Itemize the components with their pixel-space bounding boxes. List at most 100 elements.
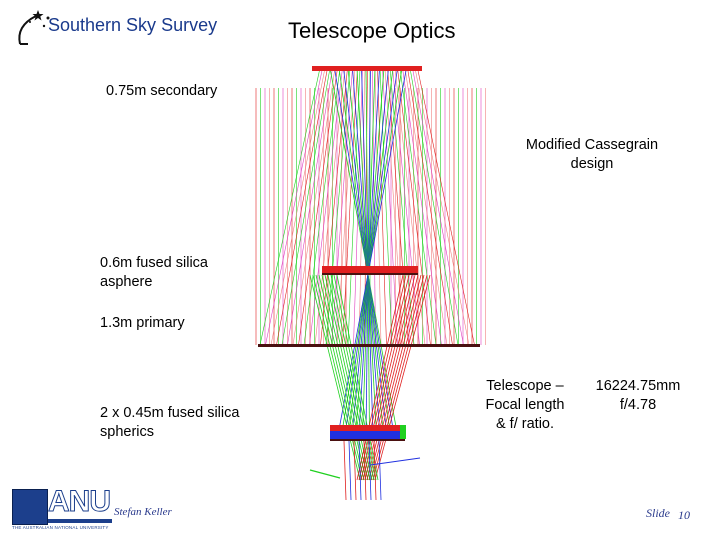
reflected-ray	[320, 67, 348, 346]
anu-logo: ANU THE AUSTRALIAN NATIONAL UNIVERSITY	[12, 485, 112, 531]
focal-plane-ray	[348, 440, 352, 501]
focal-ray	[309, 274, 361, 481]
reflected-ray	[377, 67, 387, 346]
reflected-ray	[314, 67, 346, 346]
reflected-ray	[342, 67, 358, 346]
spherics-label-line2: spherics	[100, 424, 154, 440]
reflected-ray	[407, 67, 453, 346]
focal-ray	[358, 67, 380, 436]
focal-ray	[370, 274, 425, 481]
reflected-ray	[292, 67, 336, 346]
asphere-label-line1: 0.6m fused silica	[100, 255, 208, 271]
focal-caption-line3: & f/ ratio.	[495, 416, 555, 432]
reflected-ray	[379, 67, 393, 346]
focal-ray	[365, 67, 371, 436]
reflected-ray	[259, 67, 321, 346]
secondary-mirror-shape	[312, 66, 422, 71]
focal-ray	[318, 274, 367, 481]
reflected-ray	[397, 67, 431, 346]
optical-ray-trace-diagram	[255, 66, 486, 501]
focal-plane-ray	[358, 440, 362, 501]
asphere-label: 0.6m fused silica asphere	[100, 254, 208, 292]
primary-mirror-label: 1.3m primary	[100, 315, 185, 331]
focal-plane-ray	[353, 440, 357, 501]
slide-number: 10	[678, 508, 690, 522]
reflected-ray	[372, 67, 376, 346]
focal-ray	[362, 67, 376, 436]
reflected-ray	[394, 67, 426, 346]
focal-ray	[334, 67, 395, 436]
focal-ray	[355, 67, 385, 436]
f-ratio-value: f/4.78	[619, 397, 657, 413]
design-label-line1: Modified Cassegrain	[525, 137, 659, 153]
slide-label: Slide	[646, 506, 670, 520]
focal-length-value: 16224.75mm	[595, 378, 681, 394]
secondary-mirror-label: 0.75m secondary	[106, 83, 218, 99]
focal-ray	[324, 274, 371, 481]
spherics-label: 2 x 0.45m fused silica spherics	[100, 404, 239, 442]
asphere-lens-edge	[322, 273, 418, 275]
reflected-ray	[402, 67, 442, 346]
focal-ray	[352, 67, 381, 436]
reflected-ray	[281, 67, 331, 346]
reflected-ray	[382, 67, 398, 346]
design-label: Modified Cassegrain design	[512, 136, 672, 174]
focal-ray	[344, 67, 398, 436]
spheric-lens-base	[330, 439, 405, 441]
focal-ray	[336, 274, 379, 481]
focal-length-values: 16224.75mm f/4.78	[586, 377, 690, 415]
reflected-ray	[358, 67, 366, 346]
reflected-ray	[287, 67, 333, 346]
focal-plane-ray	[343, 440, 347, 501]
focal-ray	[315, 274, 365, 481]
reflected-ray	[399, 67, 437, 346]
focal-ray	[358, 274, 407, 481]
reflected-ray	[276, 67, 328, 346]
focal-plane-ray	[368, 440, 372, 501]
anu-logo-subtext: THE AUSTRALIAN NATIONAL UNIVERSITY	[12, 525, 109, 530]
focal-plane-ray	[373, 440, 377, 501]
spherics-label-line1: 2 x 0.45m fused silica	[100, 405, 240, 421]
spheric-lens-1-shape	[330, 425, 405, 431]
focal-ray	[361, 67, 374, 436]
focal-ray	[321, 274, 369, 481]
spheric-lens-edge	[400, 425, 406, 439]
primary-mirror-shape	[258, 344, 480, 347]
reflected-ray	[265, 67, 323, 346]
reflected-ray	[270, 67, 326, 346]
survey-title: Southern Sky Survey	[48, 15, 218, 35]
spheric-lens-2-shape	[330, 431, 405, 439]
focal-ray	[347, 67, 384, 436]
anu-logo-band	[48, 519, 112, 523]
focal-ray	[365, 67, 370, 436]
author-name: Stefan Keller	[114, 506, 172, 518]
focal-ray	[366, 274, 419, 481]
focal-caption-line1: Telescope –	[486, 378, 564, 394]
star-swoosh-logo-icon	[18, 10, 50, 45]
reflected-ray	[404, 67, 448, 346]
reflected-ray	[298, 67, 338, 346]
focal-caption-line2: Focal length	[485, 397, 565, 413]
focal-ray	[356, 274, 404, 481]
focal-ray	[372, 274, 428, 481]
focal-plane-ray	[363, 440, 367, 501]
focal-plane-ray	[369, 457, 421, 466]
focal-ray	[364, 274, 416, 481]
focal-ray	[368, 274, 422, 481]
focal-ray	[348, 67, 394, 436]
focal-ray	[374, 274, 431, 481]
page-title: Telescope Optics	[288, 18, 456, 43]
anu-crest-icon	[12, 489, 48, 525]
reflected-ray	[409, 67, 459, 346]
focal-ray	[351, 67, 389, 436]
reflected-ray	[417, 67, 475, 346]
reflected-ray	[412, 67, 464, 346]
design-label-line2: design	[570, 156, 614, 172]
reflected-ray	[309, 67, 343, 346]
reflected-ray	[347, 67, 361, 346]
focal-ray	[343, 67, 388, 436]
focal-ray	[356, 67, 377, 436]
focal-ray	[338, 67, 391, 436]
focal-length-caption: Telescope – Focal length & f/ ratio.	[474, 377, 576, 434]
focal-plane-ray	[309, 469, 341, 479]
